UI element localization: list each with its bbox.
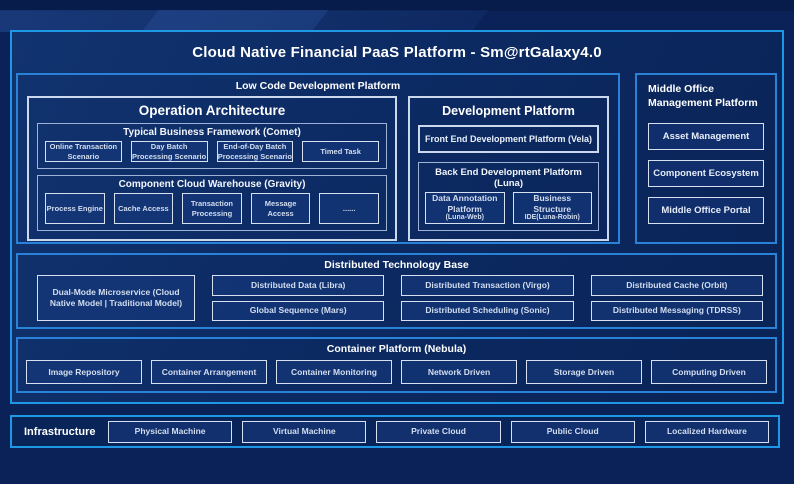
infrastructure-item-localized-hardware: Localized Hardware: [644, 420, 770, 443]
front-end-development-platform-box: Front End Development Platform (Vela): [418, 125, 599, 153]
gravity-item-transaction-processing: Transaction Processing: [182, 193, 242, 224]
infrastructure-item-virtual-machine: Virtual Machine: [242, 420, 367, 443]
infrastructure-item-public-cloud: Public Cloud: [510, 420, 635, 443]
distributed-cache-box: Distributed Cache (Orbit): [590, 275, 763, 296]
infrastructure-label: Infrastructure: [24, 425, 96, 438]
middle-office-item-middle-office-portal: Middle Office Portal: [648, 196, 764, 224]
background-top-band: [0, 0, 794, 11]
infrastructure-item-physical-machine: Physical Machine: [108, 420, 233, 443]
distributed-scheduling-box: Distributed Scheduling (Sonic): [401, 300, 574, 321]
component-cloud-warehouse-box: Component Cloud Warehouse (Gravity) Proc…: [37, 175, 387, 231]
gravity-item-message-access: Message Access: [250, 193, 311, 224]
low-code-development-platform-section: Low Code Development Platform Operation …: [16, 73, 620, 244]
low-code-section-body: Operation Architecture Typical Business …: [18, 94, 618, 250]
operation-architecture-title: Operation Architecture: [138, 103, 286, 118]
distributed-technology-base-section: Distributed Technology Base Dual-Mode Mi…: [16, 253, 777, 329]
gravity-item-more: ......: [319, 193, 379, 224]
container-item-container-arrangement: Container Arrangement: [151, 360, 267, 384]
operation-architecture-box: Operation Architecture Typical Business …: [27, 96, 397, 241]
distributed-column-1: Distributed Data (Libra) Global Sequence…: [212, 275, 385, 321]
comet-item-end-of-day-batch: End-of-Day Batch Processing Scenario: [216, 141, 294, 162]
container-platform-items: Image Repository Container Arrangement C…: [18, 358, 775, 391]
comet-item-day-batch: Day Batch Processing Scenario: [130, 141, 208, 162]
container-platform-title: Container Platform (Nebula): [326, 343, 467, 355]
back-end-development-platform-box: Back End Development Platform (Luna) Dat…: [418, 162, 599, 231]
distributed-data-box: Distributed Data (Libra): [212, 275, 385, 296]
component-cloud-warehouse-title: Component Cloud Warehouse (Gravity): [118, 179, 306, 190]
comet-items-row: Online Transaction Scenario Day Batch Pr…: [38, 141, 386, 168]
low-code-section-title: Low Code Development Platform: [235, 80, 401, 92]
infrastructure-item-private-cloud: Private Cloud: [376, 420, 501, 443]
middle-office-item-asset-management: Asset Management: [648, 122, 764, 150]
gravity-items-row: Process Engine Cache Access Transaction …: [38, 193, 386, 230]
platform-diagram-panel: Cloud Native Financial PaaS Platform - S…: [10, 30, 784, 404]
back-end-item-codename: IDE(Luna-Robin): [524, 214, 580, 222]
distributed-technology-base-title: Distributed Technology Base: [324, 259, 469, 271]
back-end-items-row: Data Annotation Platform (Luna-Web) Busi…: [419, 192, 598, 230]
middle-office-item-component-ecosystem: Component Ecosystem: [648, 159, 764, 187]
container-item-storage-driven: Storage Driven: [526, 360, 642, 384]
back-end-development-platform-title: Back End Development Platform (Luna): [435, 167, 582, 189]
back-end-item-business-structure-ide: Business Structure IDE(Luna-Robin): [512, 192, 592, 224]
typical-business-framework-box: Typical Business Framework (Comet) Onlin…: [37, 123, 387, 169]
container-item-network-driven: Network Driven: [401, 360, 517, 384]
distributed-technology-base-body: Dual-Mode Microservice (Cloud Native Mod…: [18, 273, 775, 327]
container-item-container-monitoring: Container Monitoring: [276, 360, 392, 384]
container-item-computing-driven: Computing Driven: [651, 360, 767, 384]
development-platform-box: Development Platform Front End Developme…: [408, 96, 609, 241]
back-end-item-line: Business: [533, 193, 572, 203]
gravity-item-process-engine: Process Engine: [45, 193, 105, 224]
comet-item-online-transaction: Online Transaction Scenario: [45, 141, 122, 162]
diagram-title: Cloud Native Financial PaaS Platform - S…: [192, 44, 602, 61]
top-row: Low Code Development Platform Operation …: [12, 73, 782, 244]
distributed-transaction-box: Distributed Transaction (Virgo): [401, 275, 574, 296]
distributed-column-2: Distributed Transaction (Virgo) Distribu…: [401, 275, 574, 321]
gravity-item-cache-access: Cache Access: [113, 193, 174, 224]
background-diagonal-streak-2: [141, 10, 329, 32]
container-platform-section: Container Platform (Nebula) Image Reposi…: [16, 337, 777, 393]
back-end-item-line: Structure: [533, 203, 572, 214]
typical-business-framework-title: Typical Business Framework (Comet): [123, 127, 301, 138]
middle-office-items: Asset Management Component Ecosystem Mid…: [648, 110, 764, 234]
middle-office-title: Middle Office Management Platform: [648, 83, 758, 110]
distributed-column-3: Distributed Cache (Orbit) Distributed Me…: [590, 275, 763, 321]
distributed-messaging-box: Distributed Messaging (TDRSS): [590, 300, 763, 321]
middle-office-management-platform-section: Middle Office Management Platform Asset …: [635, 73, 777, 244]
global-sequence-box: Global Sequence (Mars): [212, 300, 385, 321]
dual-mode-microservice-box: Dual-Mode Microservice (Cloud Native Mod…: [37, 275, 195, 321]
development-platform-title: Development Platform: [442, 104, 575, 118]
infrastructure-section: Infrastructure Physical Machine Virtual …: [10, 415, 780, 448]
back-end-item-codename: (Luna-Web): [445, 214, 484, 222]
back-end-item-line: Data Annotation: [432, 193, 498, 203]
back-end-item-data-annotation-platform: Data Annotation Platform (Luna-Web): [425, 192, 505, 224]
comet-item-timed-task: Timed Task: [302, 141, 379, 162]
back-end-item-line: Platform: [447, 203, 482, 214]
container-item-image-repository: Image Repository: [26, 360, 142, 384]
